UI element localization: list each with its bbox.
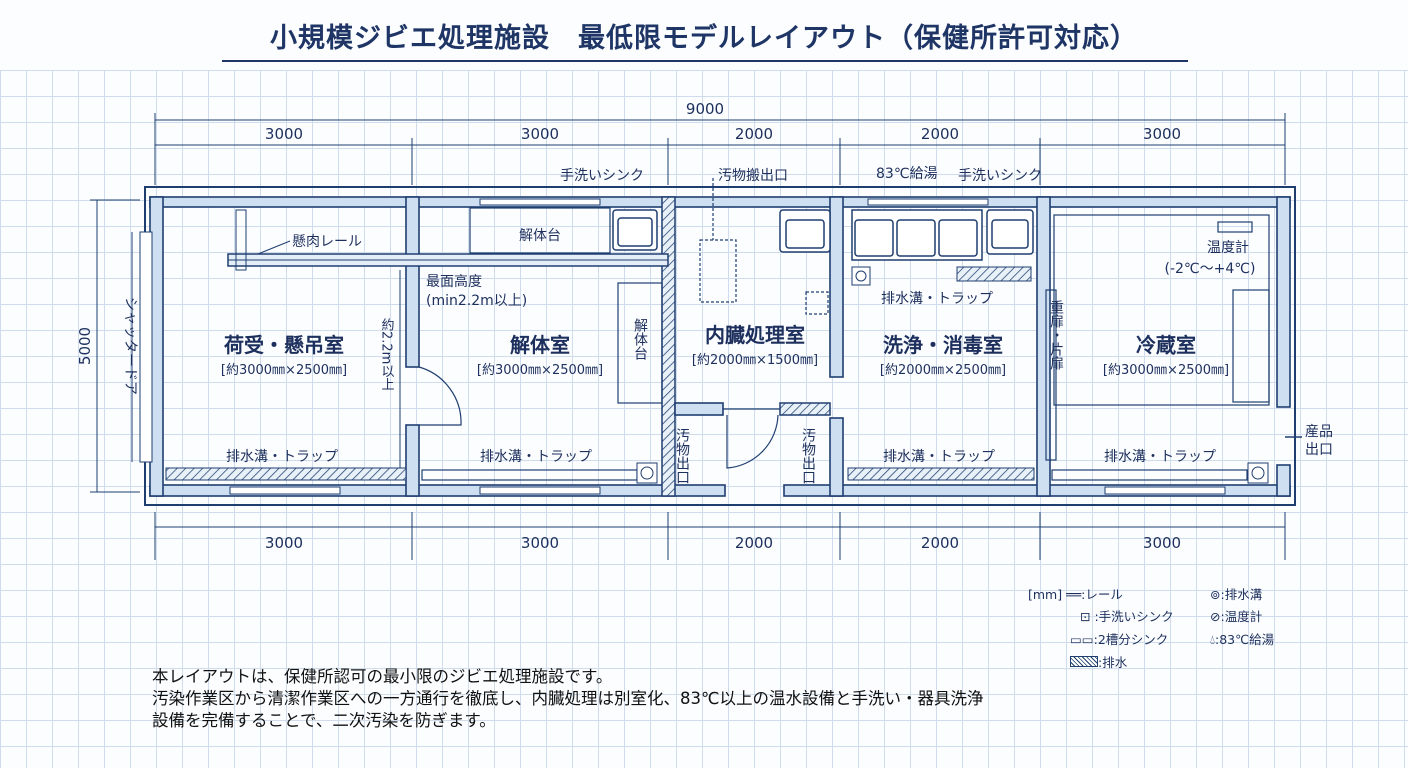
product-exit-label: 産品出口 bbox=[1305, 424, 1333, 458]
drain-label-3: 排水溝・トラップ bbox=[881, 291, 993, 307]
dim-top-3: 2000 bbox=[735, 125, 773, 143]
dim-bottom-1: 3000 bbox=[265, 534, 303, 552]
door-swing-2 bbox=[723, 408, 780, 469]
legend-hot: :83℃給湯 bbox=[1215, 632, 1275, 647]
drain-hatch-3 bbox=[956, 266, 1032, 282]
room-name-4: 洗浄・消毒室 bbox=[883, 333, 1003, 357]
room-size-3: [約2000㎜×1500㎜] bbox=[692, 353, 818, 368]
legend-drain: :排水溝 bbox=[1220, 587, 1263, 602]
drain-hatch-2 bbox=[847, 467, 1035, 481]
temp-range: (-2℃〜+4℃) bbox=[1165, 261, 1256, 277]
description-line-3: 設備を完備することで、二次汚染を防ぎます。 bbox=[152, 711, 496, 730]
dissection-table-top bbox=[469, 207, 611, 254]
meat-rail bbox=[227, 209, 669, 271]
table-side-label: 解体台 bbox=[632, 318, 648, 360]
title-underline bbox=[222, 60, 1188, 62]
shutter-label: シャッタードア bbox=[122, 297, 138, 395]
thermometer-icon bbox=[1217, 221, 1253, 233]
sinks bbox=[612, 209, 1034, 261]
legend-handwash: :手洗いシンク bbox=[1094, 609, 1174, 624]
dissection-table-side bbox=[617, 282, 663, 404]
page-title: 小規模ジビエ処理施設 最低限モデルレイアウト（保健所許可対応） bbox=[270, 23, 1138, 54]
double-door-label: 重扉・片扉 bbox=[1048, 300, 1064, 370]
waste-out-label: 汚物搬出口 bbox=[718, 168, 788, 184]
door-swing-1 bbox=[418, 366, 462, 426]
description: 本レイアウトは、保健所認可の最小限のジビエ処理施設です。 汚染作業区から清潔作業… bbox=[152, 666, 984, 732]
dim-total: 9000 bbox=[686, 100, 724, 118]
room-name-1: 荷受・懸吊室 bbox=[224, 333, 344, 357]
thermometer-legend-icon: ⊘ bbox=[1210, 609, 1221, 624]
legend-unit: [mm] bbox=[1028, 587, 1063, 602]
legend-drain-hatch: :排水 bbox=[1098, 655, 1128, 670]
room-name-2: 解体室 bbox=[510, 333, 570, 357]
waste-exit-label-2: 汚物出口 bbox=[800, 428, 816, 484]
legend-double-sink: :2槽分シンク bbox=[1093, 632, 1169, 647]
description-line-2: 汚染作業区から清潔作業区への一方通行を徹底し、内臓処理は別室化、83℃以上の温水… bbox=[152, 689, 984, 708]
room-size-4: [約2000㎜×2500㎜] bbox=[880, 363, 1006, 378]
drain-hatch-icon bbox=[1070, 656, 1098, 667]
drain-hatch-1 bbox=[165, 467, 407, 481]
dim-top-4: 2000 bbox=[921, 125, 959, 143]
double-sink-icon: ▭▭ bbox=[1070, 632, 1094, 647]
dim-top-5: 3000 bbox=[1143, 125, 1181, 143]
dim-bottom-3: 2000 bbox=[735, 534, 773, 552]
legend-rail: :レール bbox=[1081, 587, 1123, 602]
thermometer-label: 温度計 bbox=[1207, 240, 1249, 256]
drain-label-5: 排水溝・トラップ bbox=[1104, 449, 1216, 465]
dim-top-2: 3000 bbox=[521, 125, 559, 143]
rail-symbol-icon: ══ bbox=[1066, 587, 1082, 602]
hot-water-drop-icon: 💧︎ bbox=[1210, 632, 1216, 647]
dim-bottom-5: 3000 bbox=[1143, 534, 1181, 552]
dim-bottom-2: 3000 bbox=[521, 534, 559, 552]
hot-water-label: 83℃給湯 bbox=[876, 165, 938, 182]
height-note: 最面高度 bbox=[426, 273, 482, 290]
rail-label: 懸肉レール bbox=[292, 234, 362, 250]
height-min: (min2.2m以上) bbox=[426, 293, 527, 309]
title-bar: 小規模ジビエ処理施設 最低限モデルレイアウト（保健所許可対応） bbox=[0, 0, 1408, 70]
room-size-1: [約3000㎜×2500㎜] bbox=[221, 363, 347, 378]
dim-top-1: 3000 bbox=[265, 125, 303, 143]
table-top-label: 解体台 bbox=[519, 228, 561, 244]
room-size-2: [約3000㎜×2500㎜] bbox=[477, 363, 603, 378]
legend-thermo: :温度計 bbox=[1220, 609, 1263, 624]
drain-label-2: 排水溝・トラップ bbox=[480, 449, 592, 465]
room-name-5: 冷蔵室 bbox=[1136, 333, 1196, 357]
shelf bbox=[1232, 289, 1270, 403]
drain-label-1: 排水溝・トラップ bbox=[226, 449, 338, 465]
handwash-label-1: 手洗いシンク bbox=[560, 168, 644, 184]
dimension-lines bbox=[90, 113, 1286, 560]
dim-height: 5000 bbox=[76, 327, 94, 365]
drain-icon: ⊚ bbox=[1210, 587, 1221, 602]
handwash-label-2: 手洗いシンク bbox=[958, 168, 1042, 184]
handwash-sink-icon: ⊡ bbox=[1080, 609, 1095, 624]
room-size-5: [約3000㎜×2500㎜] bbox=[1103, 363, 1229, 378]
waste-exit-label-1: 汚物出口 bbox=[674, 428, 690, 484]
waste-hatch bbox=[699, 239, 737, 303]
dim-bottom-4: 2000 bbox=[921, 534, 959, 552]
room-name-3: 内臓処理室 bbox=[705, 323, 805, 347]
double-door bbox=[1045, 289, 1057, 461]
walls bbox=[139, 186, 1296, 506]
drain-label-4: 排水溝・トラップ bbox=[883, 449, 995, 465]
height-vertical: 約2.2m以上 bbox=[379, 318, 395, 390]
description-line-1: 本レイアウトは、保健所認可の最小限のジビエ処理施設です。 bbox=[152, 667, 613, 686]
drain-trap-icon bbox=[636, 266, 1269, 484]
